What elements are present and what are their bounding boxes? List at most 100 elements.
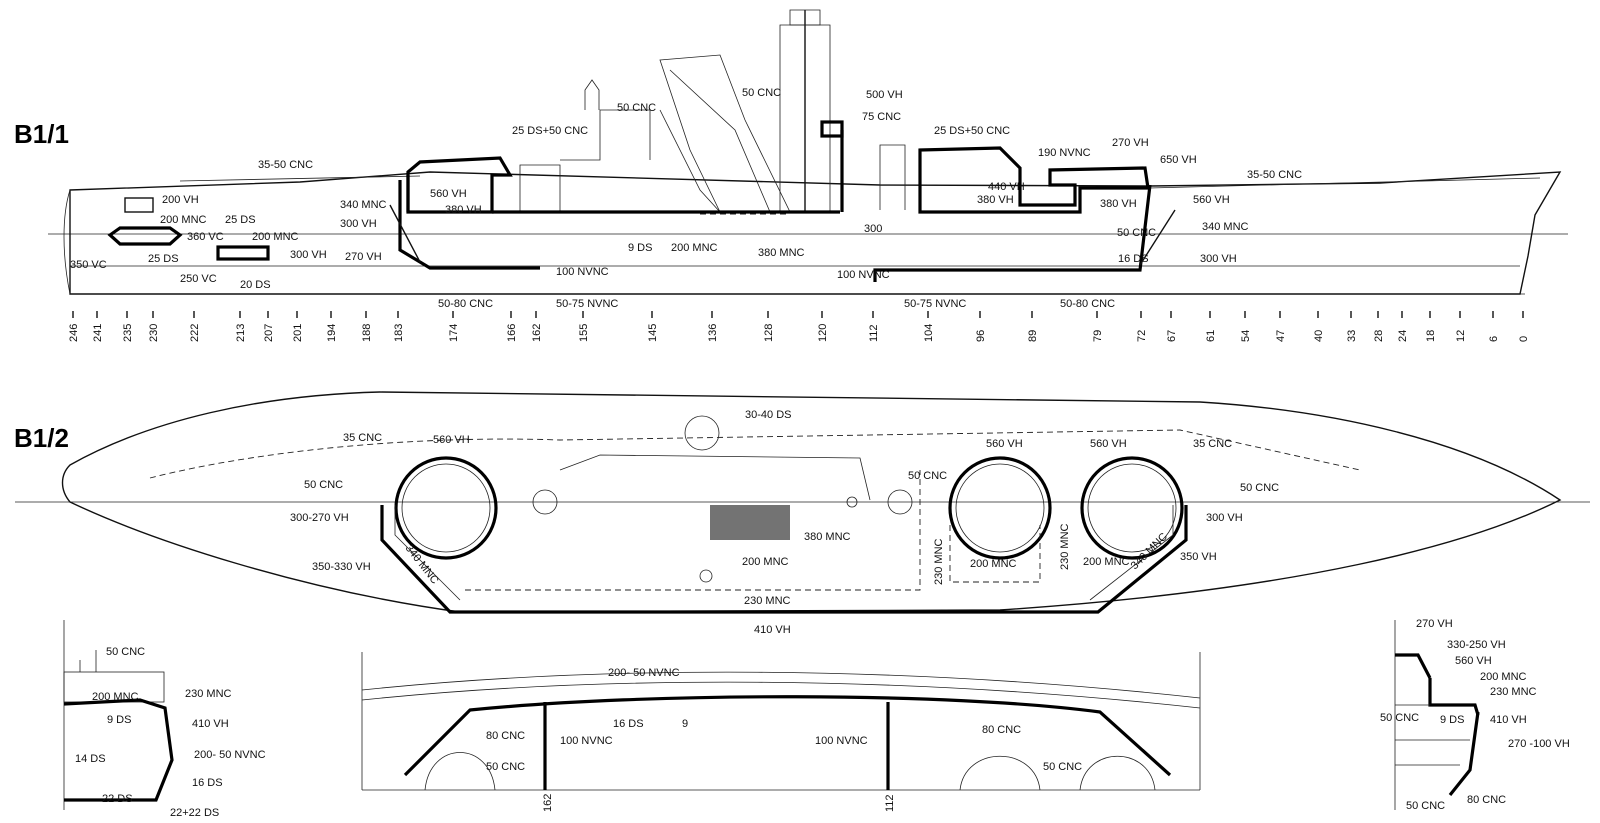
plan-label-560-vh-a: 560 VH — [433, 434, 470, 446]
mid-label-50-cnc-b: 50 CNC — [1043, 761, 1082, 773]
plan-label-340-mnc-b: 340 MNC — [1129, 531, 1170, 572]
label-270-vh-a: 270 VH — [345, 251, 382, 263]
mid-barbette-arc-2 — [959, 756, 1041, 791]
fwd-label-330-250-vh: 330-250 VH — [1447, 639, 1506, 651]
frame-number-label: 174 — [448, 324, 460, 342]
label-200-mnc-aft: 200 MNC — [160, 214, 207, 226]
fwd-inner-bulkhead — [1089, 505, 1174, 601]
label-50-80-cnc-a: 50-80 CNC — [438, 298, 493, 310]
label-16-ds: 16 DS — [1118, 253, 1149, 265]
stern-outline — [63, 189, 71, 295]
fwd-label-80-cnc: 80 CNC — [1467, 794, 1506, 806]
frame-number-label: 145 — [647, 324, 659, 342]
label-300-vh-a: 300 VH — [290, 249, 327, 261]
label-500-vh: 500 VH — [866, 89, 903, 101]
funnel-inner — [669, 69, 771, 213]
mid-label-100-nvnc-a: 100 NVNC — [560, 735, 613, 747]
fwd-section-belt — [1448, 711, 1480, 796]
label-50-cnc-a: 50 CNC — [617, 102, 656, 114]
plan-label-230-mnc-c: 230 MNC — [744, 595, 791, 607]
label-25ds-50cnc-a: 25 DS+50 CNC — [512, 125, 588, 137]
aft-belt-armor — [398, 180, 540, 270]
frame-number-label: 47 — [1275, 330, 1287, 342]
steering-armor-box — [107, 226, 183, 246]
aft-label-200-mnc: 200 MNC — [92, 691, 139, 703]
aft-turret-barbette — [519, 164, 561, 212]
machinery-outline — [559, 454, 871, 501]
magazine-hatched-area — [710, 505, 790, 540]
mid-upper-deck-inner — [361, 681, 1201, 709]
fwd-label-560-vh: 560 VH — [1455, 655, 1492, 667]
tower-top — [789, 9, 821, 26]
fwd-inclined-bulkhead — [1139, 209, 1176, 266]
label-560-vh-a: 560 VH — [430, 188, 467, 200]
mid-label-80-cnc-b: 80 CNC — [982, 724, 1021, 736]
frame-number-label: 183 — [393, 324, 405, 342]
frame-number-label: 230 — [148, 324, 160, 342]
frame-number-label: 33 — [1346, 330, 1358, 342]
frame-number-label: 61 — [1205, 330, 1217, 342]
label-440-vh: 440 VH — [988, 181, 1025, 193]
frame-number-label: 67 — [1166, 330, 1178, 342]
plan-label-35-cnc-a: 35 CNC — [343, 432, 382, 444]
mid-label-100-nvnc-b: 100 NVNC — [815, 735, 868, 747]
fwd-label-9-ds: 9 DS — [1440, 714, 1464, 726]
plan-section-title: B1/2 — [14, 423, 69, 453]
plan-label-380-mnc: 380 MNC — [804, 531, 851, 543]
label-380-vh-c: 380 VH — [1100, 198, 1137, 210]
aft-hatch — [124, 197, 154, 213]
plan-deck-edge-dashed — [149, 429, 1361, 479]
cross-section-fwd: 270 VH 330-250 VH 560 VH 200 MNC 230 MNC… — [1380, 618, 1570, 812]
fwd-belt-armor — [873, 184, 1152, 282]
frame-number-label: 136 — [707, 324, 719, 342]
label-300-vh-b: 300 VH — [340, 218, 377, 230]
label-50-75-nvnc-b: 50-75 NVNC — [904, 298, 966, 310]
frame-number-label: 162 — [531, 324, 543, 342]
frame-number-label: 155 — [578, 324, 590, 342]
aft-barbette-circle — [394, 456, 498, 560]
fore-deck-line — [1149, 177, 1541, 189]
label-650-vh: 650 VH — [1160, 154, 1197, 166]
label-25ds-50cnc-b: 25 DS+50 CNC — [934, 125, 1010, 137]
aft-label-14-ds: 14 DS — [75, 753, 106, 765]
label-50-cnc-b: 50 CNC — [742, 87, 781, 99]
plan-label-30-40-ds: 30-40 DS — [745, 409, 791, 421]
frame-number-label: 166 — [506, 324, 518, 342]
label-560-vh-b: 560 VH — [1193, 194, 1230, 206]
aux-circle-right — [887, 489, 913, 515]
label-25-ds-a: 25 DS — [225, 214, 256, 226]
funnel-trunk — [659, 109, 721, 213]
label-50-cnc-c: 50 CNC — [1117, 227, 1156, 239]
aft-label-22-22-ds: 22+22 DS — [170, 807, 219, 819]
label-340-mnc-b: 340 MNC — [1202, 221, 1249, 233]
plan-label-50-cnc-c: 50 CNC — [1240, 482, 1279, 494]
plan-label-560-vh-b: 560 VH — [986, 438, 1023, 450]
frame-number-label: 246 — [68, 324, 80, 342]
plan-view: 30-40 DS 35 CNC 560 VH 560 VH 560 VH 35 … — [15, 391, 1590, 636]
aft-superstructure — [560, 109, 651, 161]
plan-label-230-mnc-b: 230 MNC — [1059, 523, 1071, 570]
frame-number-label: 54 — [1240, 330, 1252, 342]
label-340-mnc-a: 340 MNC — [340, 199, 387, 211]
mid-label-200-50-nvnc: 200- 50 NVNC — [608, 667, 680, 679]
frame-number-label: 104 — [923, 324, 935, 342]
fwd-label-270-100-vh: 270 -100 VH — [1508, 738, 1570, 750]
plan-label-350-330-vh: 350-330 VH — [312, 561, 371, 573]
frame-number-label: 120 — [817, 324, 829, 342]
aft-label-16-ds: 16 DS — [192, 777, 223, 789]
fwd-label-230-mnc: 230 MNC — [1490, 686, 1537, 698]
label-380-vh-a: 380 VH — [445, 204, 482, 216]
mid-upper-deck — [361, 671, 1201, 699]
mid-label-50-cnc-a: 50 CNC — [486, 761, 525, 773]
mid-label-80-cnc-a: 80 CNC — [486, 730, 525, 742]
frame-number-label: 28 — [1373, 330, 1385, 342]
label-350-vc: 350 VC — [70, 259, 107, 271]
fwd-label-270-vh: 270 VH — [1416, 618, 1453, 630]
frame-number-label: 18 — [1425, 330, 1437, 342]
frame-number-label: 241 — [92, 324, 104, 342]
aft-label-9-ds: 9 DS — [107, 714, 131, 726]
mid-frame-162: 162 — [542, 794, 554, 812]
frame-number-label: 112 — [868, 324, 880, 342]
